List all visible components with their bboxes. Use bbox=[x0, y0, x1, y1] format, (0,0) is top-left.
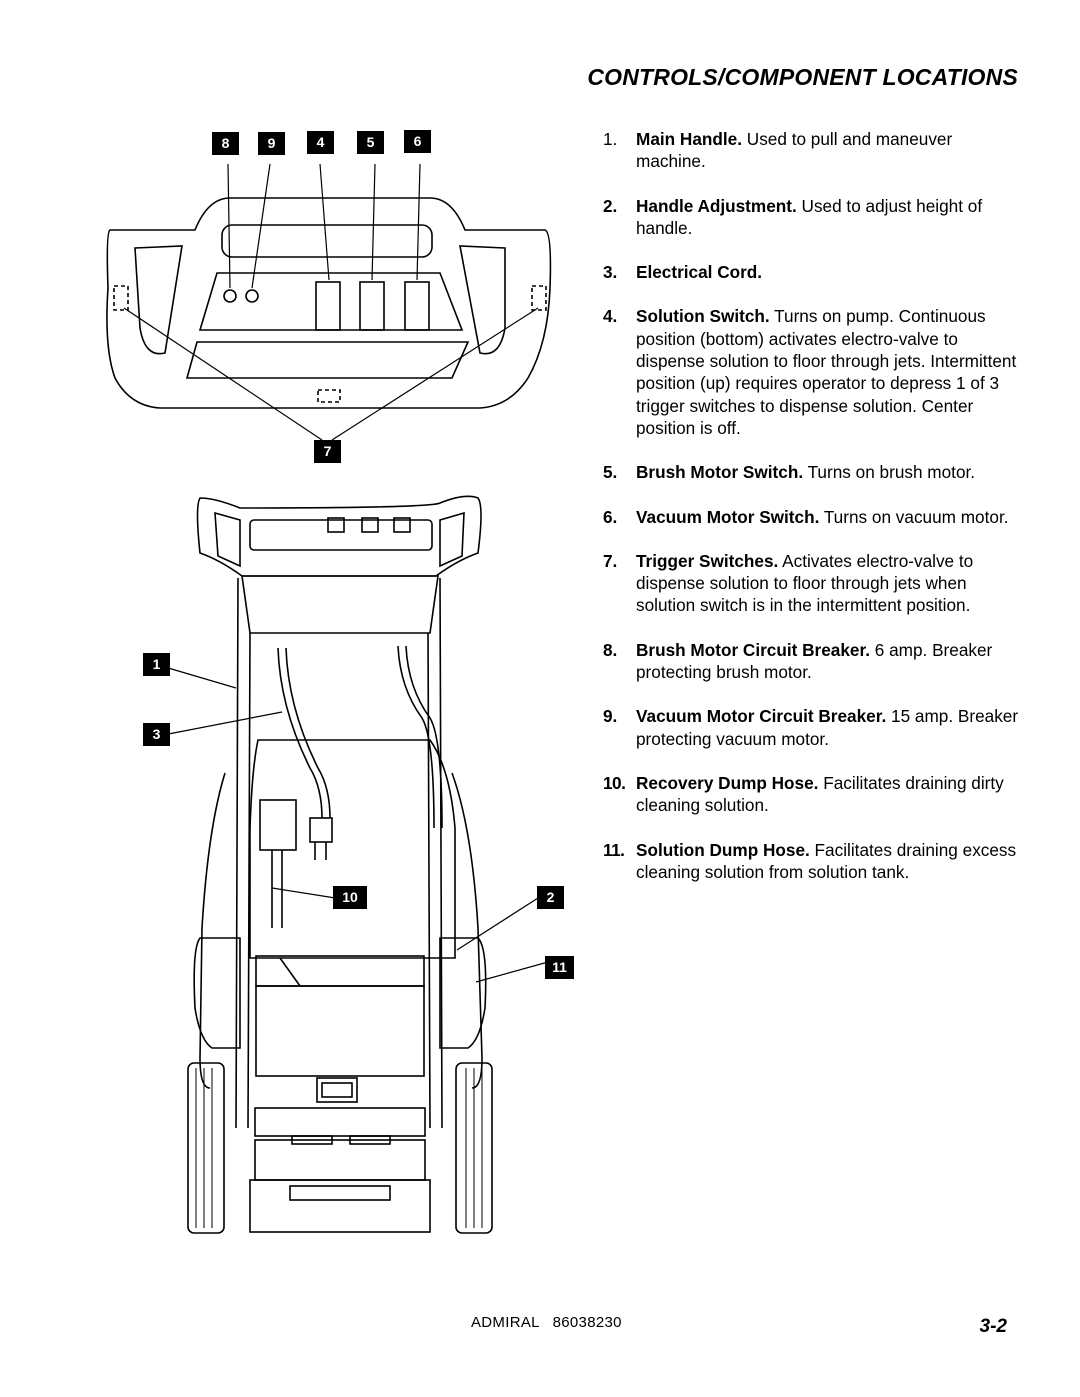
page-title: CONTROLS/COMPONENT LOCATIONS bbox=[587, 64, 1018, 90]
page-number: 3-2 bbox=[979, 1316, 1007, 1337]
switch-5-icon bbox=[359, 281, 385, 331]
callout-3: 3 bbox=[143, 723, 170, 746]
callout-6: 6 bbox=[404, 130, 431, 153]
breaker-9-icon bbox=[245, 289, 259, 303]
callout-1: 1 bbox=[143, 653, 170, 676]
machine-drawing bbox=[106, 163, 552, 1234]
callout-5: 5 bbox=[357, 131, 384, 154]
handle-console bbox=[241, 575, 439, 634]
bracket bbox=[259, 799, 297, 851]
switch-panel bbox=[198, 272, 464, 331]
list-item: 9. Vacuum Motor Circuit Breaker. 15 amp.… bbox=[603, 706, 1019, 749]
list-item: 10. Recovery Dump Hose. Facilitates drai… bbox=[603, 772, 1004, 816]
list-item: 11. Solution Dump Hose. Facilitates drai… bbox=[603, 839, 1017, 882]
callout-9: 9 bbox=[258, 132, 285, 155]
list-item: 1. Main Handle. Used to pull and maneuve… bbox=[603, 129, 953, 172]
callout-8: 8 bbox=[212, 132, 239, 155]
left-wheel bbox=[187, 1062, 225, 1234]
right-wheel bbox=[455, 1062, 493, 1234]
switch-4-icon bbox=[315, 281, 341, 331]
callout-7: 7 bbox=[314, 440, 341, 463]
list-item: 6. Vacuum Motor Switch. Turns on vacuum … bbox=[603, 506, 1009, 527]
callout-10: 10 bbox=[333, 886, 367, 909]
footer-model-number: ADMIRAL 86038230 bbox=[471, 1314, 622, 1331]
breaker-8-icon bbox=[223, 289, 237, 303]
callout-11: 11 bbox=[545, 956, 574, 979]
list-item: 5. Brush Motor Switch. Turns on brush mo… bbox=[603, 462, 976, 483]
recovery-tank bbox=[249, 739, 456, 959]
list-item: 2. Handle Adjustment. Used to adjust hei… bbox=[603, 195, 983, 238]
handle-grip bbox=[196, 495, 482, 577]
switch-6-icon bbox=[404, 281, 430, 331]
list-item: 4. Solution Switch. Turns on pump. Conti… bbox=[603, 306, 1017, 438]
machine-diagram: 8 9 4 5 6 7 1 3 10 2 11 bbox=[100, 128, 580, 1248]
list-item: 8. Brush Motor Circuit Breaker. 6 amp. B… bbox=[603, 639, 993, 683]
callout-4: 4 bbox=[307, 131, 334, 154]
control-panel-outline bbox=[106, 197, 552, 409]
component-list: 1. Main Handle. Used to pull and maneuve… bbox=[603, 128, 1023, 905]
list-item: 7. Trigger Switches. Activates electro-v… bbox=[603, 550, 974, 616]
display-window bbox=[316, 1077, 358, 1103]
list-item: 3. Electrical Cord. bbox=[603, 262, 763, 283]
callout-2: 2 bbox=[537, 886, 564, 909]
